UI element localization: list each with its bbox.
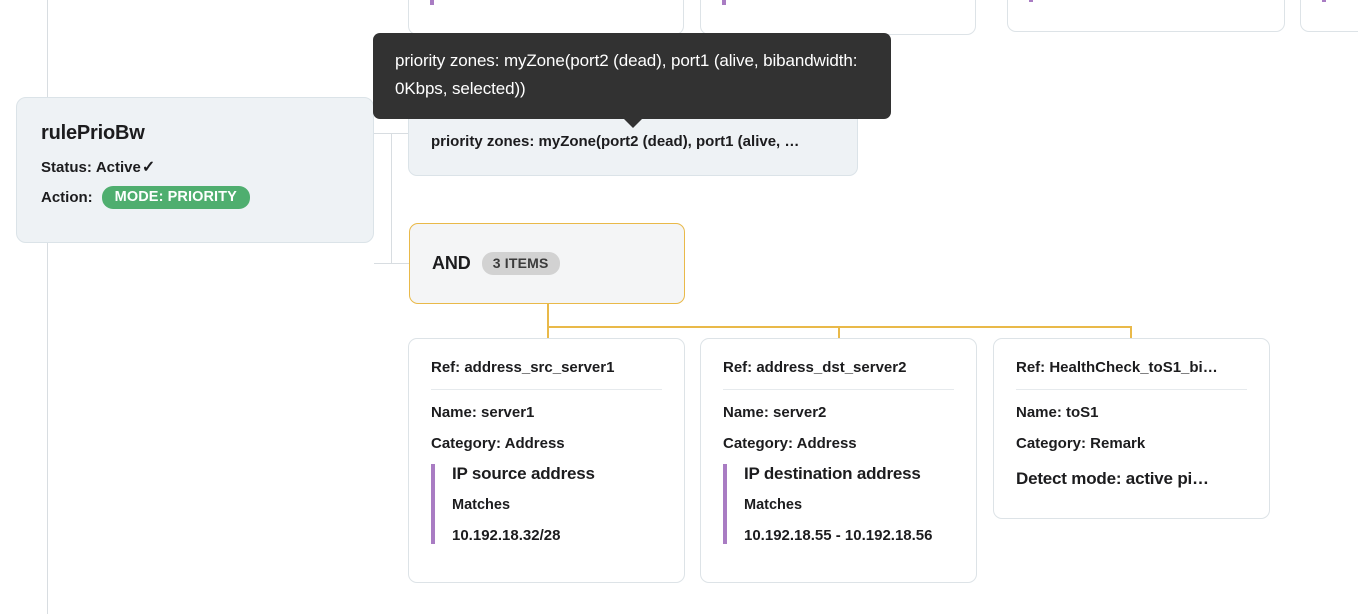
rule-status-value: Active <box>95 159 141 176</box>
status-badge: MODE: PRIORITY <box>101 186 250 209</box>
leaf-category: Category: Address <box>723 435 857 452</box>
leaf-detail-title: IP source address <box>452 464 595 483</box>
clipped-card-3[interactable] <box>1007 0 1285 32</box>
and-out-vertical <box>547 304 549 327</box>
leaf-detail-value: 10.192.18.55 - 10.192.18.56 <box>744 527 933 544</box>
clipped-card-1-accent <box>430 0 434 5</box>
tooltip-text: priority zones: myZone(port2 (dead), por… <box>395 51 858 98</box>
leaf-card-address-dst-server2[interactable]: Ref: address_dst_server2 Name: server2 C… <box>700 338 977 583</box>
root-vertical-connector <box>47 0 48 614</box>
rule-title: rulePrioBw <box>41 122 145 144</box>
leaf-detail-operator: Matches <box>744 497 803 513</box>
check-icon: ✓ <box>141 158 156 176</box>
leaf-drop-1 <box>547 326 549 339</box>
and-operator-node[interactable]: AND 3 ITEMS <box>409 223 685 304</box>
leaf-ref: Ref: address_src_server1 <box>431 359 662 390</box>
leaf-name: Name: server1 <box>431 404 535 421</box>
rule-branch-spine <box>391 133 392 264</box>
leaf-drop-2 <box>838 326 840 339</box>
leaf-card-address-src-server1[interactable]: Ref: address_src_server1 Name: server1 C… <box>408 338 685 583</box>
leaf-drop-3 <box>1130 326 1132 339</box>
leaf-detail-title: IP destination address <box>744 464 921 483</box>
rule-card[interactable]: rulePrioBw Status: Active ✓ Action: MODE… <box>16 97 374 243</box>
rule-status-label: Status: <box>41 159 92 176</box>
leaf-detail-operator: Matches <box>452 497 511 513</box>
items-count-badge: 3 ITEMS <box>481 252 560 275</box>
rule-status-row: Status: Active ✓ <box>41 159 349 176</box>
clipped-card-3-accent <box>1029 0 1033 2</box>
clipped-card-2-accent <box>722 0 726 5</box>
leaf-ref: Ref: HealthCheck_toS1_bi… <box>1016 359 1247 390</box>
and-branch-incoming-stub <box>374 263 409 264</box>
and-operator-label: AND <box>432 253 471 273</box>
leaf-category: Category: Remark <box>1016 435 1146 452</box>
clipped-card-2[interactable] <box>700 0 976 35</box>
priority-zones-text: priority zones: myZone(port2 (dead), por… <box>431 132 800 150</box>
clipped-card-4-accent <box>1322 0 1326 2</box>
tooltip-arrow <box>623 118 643 128</box>
leaf-detail-value: 10.192.18.32/28 <box>452 527 561 544</box>
leaf-remark-text: Detect mode: active pi… <box>1016 469 1209 488</box>
tooltip: priority zones: myZone(port2 (dead), por… <box>373 33 891 128</box>
rule-action-row: Action: MODE: PRIORITY <box>41 186 349 209</box>
clipped-card-4[interactable] <box>1300 0 1358 32</box>
leaf-card-healthcheck-tos1[interactable]: Ref: HealthCheck_toS1_bi… Name: toS1 Cat… <box>993 338 1270 519</box>
clipped-card-1[interactable] <box>408 0 684 35</box>
rule-action-label: Action: <box>41 189 93 206</box>
leaf-category: Category: Address <box>431 435 565 452</box>
leaf-detail-block: IP destination address Matches 10.192.18… <box>723 464 954 544</box>
leaf-name: Name: server2 <box>723 404 827 421</box>
leaf-ref: Ref: address_dst_server2 <box>723 359 954 390</box>
leaf-name: Name: toS1 <box>1016 404 1099 421</box>
leaf-detail-block: IP source address Matches 10.192.18.32/2… <box>431 464 662 544</box>
